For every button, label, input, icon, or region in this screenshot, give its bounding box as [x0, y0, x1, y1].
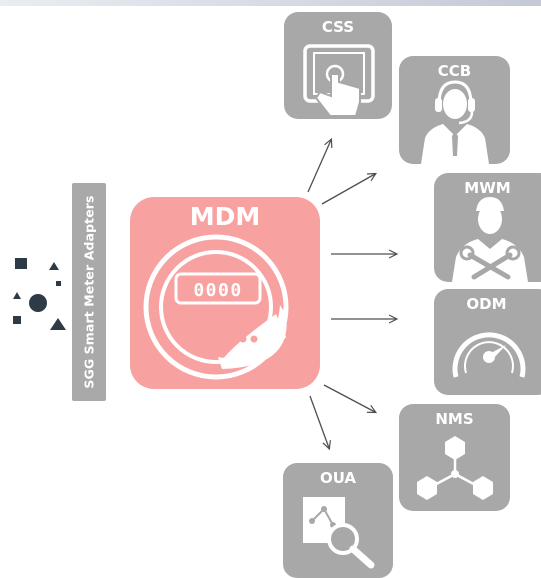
device-dot-icon [56, 281, 61, 286]
network-hexagons-icon [417, 436, 493, 500]
device-small-square-icon [13, 316, 21, 324]
arrow-to-ccb [321, 174, 375, 205]
speedometer-icon [452, 332, 526, 378]
arrow-to-css [307, 140, 331, 193]
oua-label: OUA [319, 469, 357, 487]
oua-tile[interactable]: OUA [283, 463, 393, 578]
mdm-title: MDM [189, 202, 261, 231]
mwm-tile[interactable]: MWM [434, 173, 541, 282]
device-large-triangle-icon [50, 318, 66, 330]
ccb-label: CCB [437, 62, 472, 80]
css-label: CSS [321, 18, 355, 36]
device-circle-icon [29, 294, 47, 312]
magnifier-analytics-icon [303, 497, 375, 569]
smart-meter-icon: 0000 [143, 234, 289, 380]
meter-devices-shapes [13, 258, 66, 330]
smart-meter-adapters-bar: SGG Smart Meter Adapters [72, 183, 106, 401]
device-square-icon [15, 258, 27, 269]
mdm-box[interactable]: MDM 0000 [130, 197, 320, 389]
headset-agent-icon [421, 80, 489, 164]
tablet-touch-icon [303, 44, 375, 117]
css-tile[interactable]: CSS [284, 12, 392, 119]
arrow-to-nms [323, 384, 375, 412]
device-triangle-icon [49, 262, 59, 270]
mwm-label: MWM [464, 179, 511, 197]
meter-display-digits: 0000 [193, 280, 242, 301]
odm-label: ODM [466, 295, 507, 313]
arrow-to-oua [309, 395, 329, 448]
device-small-triangle-icon [13, 292, 21, 299]
nms-label: NMS [435, 410, 474, 428]
field-worker-tools-icon [452, 197, 528, 282]
ccb-tile[interactable]: CCB [399, 56, 510, 164]
top-accent-bar [0, 0, 541, 6]
nms-tile[interactable]: NMS [399, 404, 510, 511]
odm-tile[interactable]: ODM [434, 289, 541, 395]
